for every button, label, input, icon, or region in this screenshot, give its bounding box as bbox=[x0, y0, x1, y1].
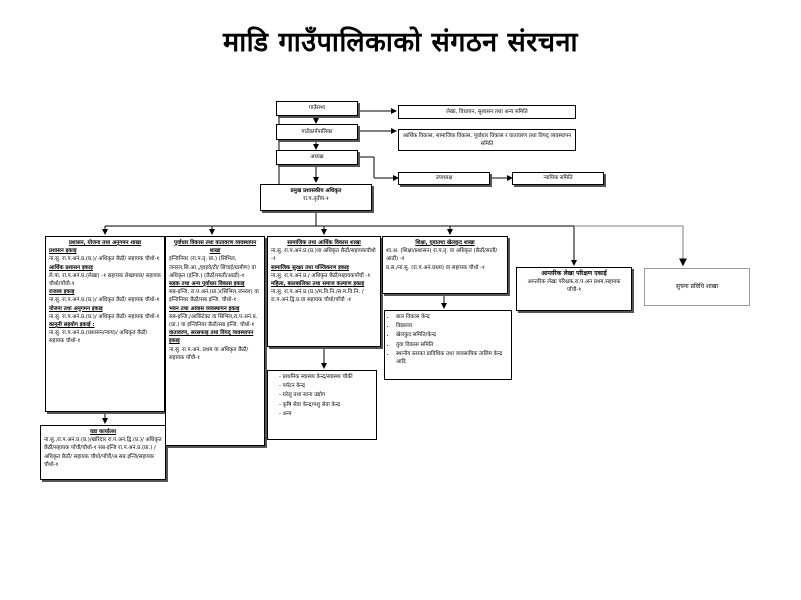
gaunsabha-box: गाउँसभा bbox=[276, 101, 358, 116]
education-head-text: शा.अ. (शिक्षा/प्रशासन) रा.प.तृ. वा अधिकृ… bbox=[386, 248, 498, 263]
list-item: युवा विकास समिति bbox=[396, 341, 508, 349]
gaunsabha-label: गाउँसभा bbox=[308, 105, 326, 112]
it-branch-box: सुचना प्रविधि शाखा bbox=[644, 268, 750, 306]
karyapalika-label: गाउँकार्यपालिका bbox=[301, 128, 333, 135]
road-unit-title: सडक तथा अन्य पूर्वाधार विकास इकाइ bbox=[169, 281, 245, 288]
infrastructure-branch-box: पूर्वाधार विकास तथा वातावरण व्यवस्थापन श… bbox=[165, 236, 265, 446]
list-item: विद्यालय bbox=[396, 322, 508, 330]
social-security-unit-title: सामाजिक सुरक्षा तथा पञ्जिकरण इकाइ bbox=[271, 264, 349, 271]
building-unit-title: भवन तथा आवास व्यवस्थापन इकाइ bbox=[169, 305, 240, 312]
page-title: माडि गाउँपालिकाको संगठन संरचना bbox=[223, 27, 578, 58]
social-sub-units-box: प्राथमिक स्वास्थ्य केन्द्र/स्वास्थ्य चौक… bbox=[267, 370, 377, 440]
list-item: खेलकुद समिति/केन्द्र bbox=[396, 331, 508, 339]
list-item: कृषि सेवा केन्द्र/पशु सेवा केन्द्र bbox=[279, 401, 373, 409]
planning-unit-title: योजना तथा अनुगमन इकाइ bbox=[49, 305, 103, 312]
sabha-committees-box: लेखा, विधायन, सुशासन तथा अन्य समिति bbox=[398, 105, 576, 119]
list-item: पर्यटन केन्द्र bbox=[279, 382, 373, 390]
adhyaksha-box: अध्यक्ष bbox=[276, 150, 358, 165]
audit-unit-title: आन्तरिक लेखा परिक्षण एकाई bbox=[541, 270, 607, 277]
cao-title: प्रमुख प्रशासकीय अधिकृत bbox=[290, 188, 342, 194]
admin-unit-text: ना.सु. रा.प.अनं.प्र.(प्र.)/ अधिकृत छैठौं… bbox=[49, 256, 160, 263]
karyapalika-box: गाउँकार्यपालिका bbox=[276, 124, 358, 140]
building-unit-text: सब-इन्जि./आर्किटेक्ट वा सिभिल,रा.प.अनं.प… bbox=[169, 313, 258, 329]
list-item: बाल विकास केन्द्र bbox=[396, 313, 508, 321]
ward-office-title: वडा कार्यालय bbox=[90, 429, 116, 435]
infrastructure-branch-title: पूर्वाधार विकास तथा वातावरण व्यवस्थापन श… bbox=[173, 240, 257, 255]
audit-unit-box: आन्तरिक लेखा परिक्षण एकाई आन्तरिक लेखा प… bbox=[516, 267, 632, 311]
list-item: प्राथमिक स्वास्थ्य केन्द्र/स्वास्थ्य चौक… bbox=[279, 373, 373, 381]
social-branch-box: सामाजिक तथा आर्थिक विकास शाखा ना.सु. रा.… bbox=[267, 236, 381, 347]
social-security-unit-text: ना.सु. रा.प.अनं.प्र./ अधिकृत छैठौं/सहायक… bbox=[271, 272, 371, 279]
cao-box: प्रमुख प्रशासकीय अधिकृत रा.प.तृतीय-१ bbox=[260, 184, 372, 211]
karyapalika-committees-label: आर्थिक विकास, सामाजिक विकास, पूर्वाधार व… bbox=[402, 132, 572, 147]
education-branch-box: शिक्षा, युवातथा खेलकुद शाखा शा.अ. (शिक्ष… bbox=[382, 236, 508, 294]
list-item: अन्य bbox=[279, 410, 373, 418]
it-branch-title: सुचना प्रविधि शाखा bbox=[675, 282, 719, 290]
ward-office-text: ना.सु.,रा.प.अनं.प्र.(प्र.)/खरिदार रा.प.अ… bbox=[44, 437, 162, 468]
admin-unit-title: प्रशासन इकाइ bbox=[49, 248, 77, 255]
environment-unit-title: वातावरण, सरसफाइ तथा विपद् व्यवस्थापन इका… bbox=[169, 330, 254, 345]
education-sub-units-box: बाल विकास केन्द्र विद्यालय खेलकुद समिति/… bbox=[384, 310, 512, 380]
adhyaksha-label: अध्यक्ष bbox=[310, 154, 324, 161]
social-head-text: ना.सु. रा.प.अनं.प्र.(प्र.)वा अधिकृत छैठौ… bbox=[271, 248, 376, 263]
environment-unit-text: ना.सु. रा.प.अनं. प्रथम वा अधिकृत छैठौं/स… bbox=[169, 346, 249, 361]
education-branch-title: शिक्षा, युवातथा खेलकुद शाखा bbox=[415, 240, 475, 246]
ward-office-box: वडा कार्यालय ना.सु.,रा.प.अनं.प्र.(प्र.)/… bbox=[40, 425, 166, 480]
social-branch-title: सामाजिक तथा आर्थिक विकास शाखा bbox=[287, 240, 361, 246]
upadhyaksha-box: उपाध्यक्ष bbox=[398, 172, 490, 185]
revenue-unit-title: राजस्व इकाइ bbox=[49, 289, 75, 296]
sabha-committees-label: लेखा, विधायन, सुशासन तथा अन्य समिति bbox=[446, 108, 528, 115]
legal-unit-title: कानुनी सहयोग इकाई : bbox=[49, 322, 95, 329]
list-item: स्थानीय स्तरका प्राविधिक तथा व्यवसायिक त… bbox=[396, 350, 508, 366]
women-children-unit-title: महिला, बालबालिका तथा समाज कल्याण इकाइ bbox=[271, 281, 365, 288]
cao-subtitle: रा.प.तृतीय-१ bbox=[303, 196, 329, 203]
audit-unit-text: आन्तरिक लेखा परिक्षक,रा.प.अन प्रथम,सहायक… bbox=[527, 279, 621, 294]
nyayik-samiti-label: न्यायिक समिति bbox=[543, 175, 573, 182]
road-unit-text: सब-इन्जि, रा.प.अनं.(प्रा.)(सिभिल,जनरल) व… bbox=[169, 289, 259, 304]
legal-unit-text: ना.सु. रा.प.अनं.प्र.(प्रशासन/न्याय)/ अधि… bbox=[49, 330, 148, 345]
education-staff-text: प्र.स./ना.सु. (रा.प.अनं.प्रथम) वा सहायक … bbox=[386, 264, 485, 271]
finance-unit-text: ले.पा. रा.प.अनं.प्र.(लेखा) -१ सहायक लेखा… bbox=[49, 272, 161, 288]
admin-branch-box: प्रशासन, योजना तथा अनुगमन शाखा प्रशासन इ… bbox=[45, 236, 165, 412]
finance-unit-title: आर्थिक प्रशासन इकाइ bbox=[49, 264, 93, 271]
upadhyaksha-label: उपाध्यक्ष bbox=[435, 175, 453, 182]
nyayik-samiti-box: न्यायिक समिति bbox=[512, 172, 604, 185]
karyapalika-committees-box: आर्थिक विकास, सामाजिक विकास, पूर्वाधार व… bbox=[398, 129, 576, 151]
revenue-unit-text: ना.सु. रा.प.अनं.प्र.(प्र.)/ अधिकृत छैठौं… bbox=[49, 297, 160, 304]
list-item: घरेलु तथा साना उद्योग bbox=[279, 391, 373, 399]
admin-branch-title: प्रशासन, योजना तथा अनुगमन शाखा bbox=[68, 240, 142, 246]
infrastructure-head-text: इन्जिनियर (रा.प.तृ. प्रा.) (सिभिल, जनरल,… bbox=[169, 256, 256, 279]
women-children-unit-text: ना.सु. रा.प.अनं.प्र.(प्र.)/म.वि.नि./स.म.… bbox=[271, 289, 364, 304]
planning-unit-text: ना.सु. रा.प.अनं.प्र.(प्र.)/ अधिकृत छैठौं… bbox=[49, 313, 160, 320]
